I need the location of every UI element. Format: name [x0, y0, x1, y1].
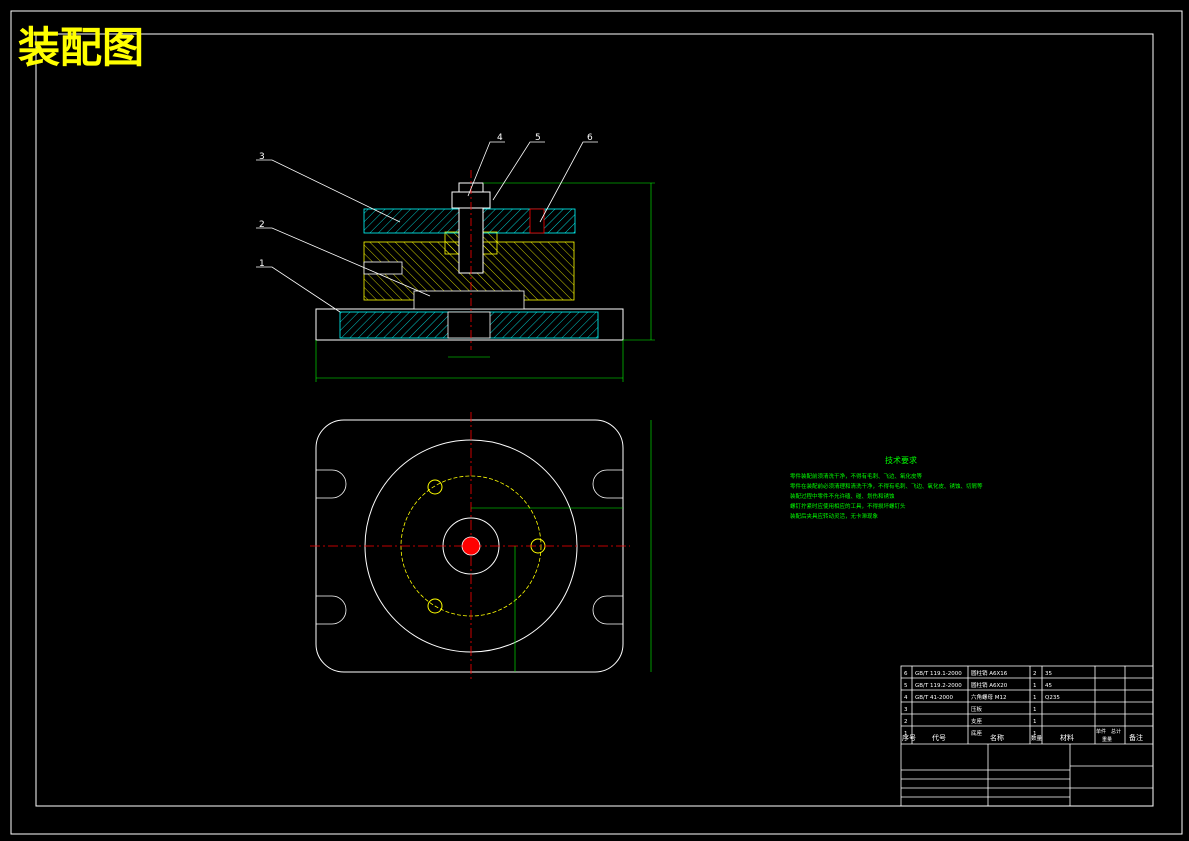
notes-heading: 技术要求: [885, 455, 917, 465]
svg-text:名称: 名称: [990, 733, 1004, 742]
svg-text:1: 1: [904, 731, 908, 737]
bom-table: 6 GB/T 119.1-2000 圆柱销 A6X16 2 35 5 GB/T …: [902, 669, 1143, 743]
svg-text:6: 6: [904, 671, 908, 677]
balloon-2: 2: [259, 220, 265, 230]
svg-text:GB/T 119.2-2000: GB/T 119.2-2000: [915, 683, 962, 689]
svg-text:35: 35: [1045, 671, 1052, 677]
leader-1: [256, 266, 341, 313]
svg-text:序号: 序号: [902, 733, 916, 742]
bom-row: 1 底座 1: [904, 729, 1037, 737]
slot-right-bottom: [592, 595, 623, 625]
bom-row: 3 压板 1: [904, 705, 1037, 713]
svg-text:备注: 备注: [1129, 733, 1143, 742]
svg-text:材料: 材料: [1060, 733, 1074, 742]
balloon-6: 6: [587, 133, 593, 143]
outer-frame: [10, 10, 1183, 835]
slot-right-top: [592, 469, 623, 499]
balloon-5: 5: [535, 133, 541, 143]
svg-text:总计: 总计: [1111, 728, 1121, 735]
bom-row: 5 GB/T 119.2-2000 圆柱销 A6X20 1 45: [904, 681, 1052, 689]
svg-text:圆柱销 A6X16: 圆柱销 A6X16: [971, 669, 1008, 677]
bom-row: 2 支座 1: [904, 717, 1037, 725]
leader-3: [256, 159, 401, 223]
bom-header: 序号 代号 名称 数量 材料 单件 总计 重量 备注: [902, 728, 1143, 743]
svg-text:45: 45: [1045, 683, 1052, 689]
svg-text:3: 3: [904, 707, 908, 713]
svg-text:1: 1: [1033, 731, 1037, 737]
title-block: [900, 665, 1154, 807]
svg-text:底座: 底座: [971, 729, 983, 737]
leader-6: [539, 141, 598, 223]
balloon-1: 1: [259, 259, 265, 269]
svg-text:圆柱销 A6X20: 圆柱销 A6X20: [971, 681, 1008, 689]
support-key-slot: [413, 290, 525, 310]
base-center-bore: [447, 311, 491, 339]
bom-row: 4 GB/T 41-2000 六角螺母 M12 1 Q235: [904, 693, 1060, 701]
note-line-4: 螺钉拧紧时应使用相应的工具，不得损坏螺钉头: [790, 502, 906, 510]
svg-text:GB/T 41-2000: GB/T 41-2000: [915, 695, 953, 701]
screw-1: [427, 479, 443, 495]
leader-2: [256, 227, 431, 297]
note-line-3: 装配过程中零件不允许磕、碰、划伤和锈蚀: [790, 492, 895, 500]
slot-left-bottom: [316, 595, 347, 625]
svg-text:重量: 重量: [1102, 736, 1112, 743]
balloon-4: 4: [497, 133, 503, 143]
svg-text:Q235: Q235: [1045, 695, 1060, 701]
svg-text:1: 1: [1033, 695, 1037, 701]
svg-text:2: 2: [904, 719, 908, 725]
svg-text:压板: 压板: [971, 705, 983, 713]
top-view: [310, 412, 652, 680]
drawing-title: 装配图: [18, 23, 145, 72]
bom-row: 6 GB/T 119.1-2000 圆柱销 A6X16 2 35: [904, 669, 1052, 677]
front-section-view: 1 2 3 4 5 6: [256, 133, 655, 382]
svg-text:4: 4: [904, 695, 908, 701]
svg-text:支座: 支座: [971, 717, 983, 725]
svg-text:1: 1: [1033, 683, 1037, 689]
svg-text:数量: 数量: [1031, 734, 1043, 742]
svg-text:GB/T 119.1-2000: GB/T 119.1-2000: [915, 671, 962, 677]
note-line-1: 零件装配前须清洗干净，不得有毛刺、飞边、氧化皮等: [790, 472, 923, 480]
pin-hole: [529, 208, 545, 234]
svg-text:2: 2: [1033, 671, 1037, 677]
leader-5: [492, 141, 545, 201]
svg-text:1: 1: [1033, 719, 1037, 725]
leader-4: [467, 141, 505, 197]
svg-text:六角螺母 M12: 六角螺母 M12: [971, 693, 1007, 701]
note-line-5: 装配后夹具应转动灵活，无卡滞现象: [790, 512, 879, 520]
svg-text:代号: 代号: [932, 733, 946, 742]
screw-3: [427, 598, 443, 614]
svg-text:单件: 单件: [1096, 728, 1106, 735]
side-hole: [363, 261, 403, 275]
svg-text:5: 5: [904, 683, 908, 689]
slot-left-top: [316, 469, 347, 499]
note-line-2: 零件在装配前必须清理和清洗干净，不得有毛刺、飞边、氧化皮、锈蚀、切屑等: [790, 482, 983, 490]
technical-notes: 技术要求 零件装配前须清洗干净，不得有毛刺、飞边、氧化皮等 零件在装配前必须清理…: [790, 455, 983, 520]
inner-frame: [35, 33, 1154, 807]
balloon-3: 3: [259, 152, 265, 162]
svg-text:1: 1: [1033, 707, 1037, 713]
